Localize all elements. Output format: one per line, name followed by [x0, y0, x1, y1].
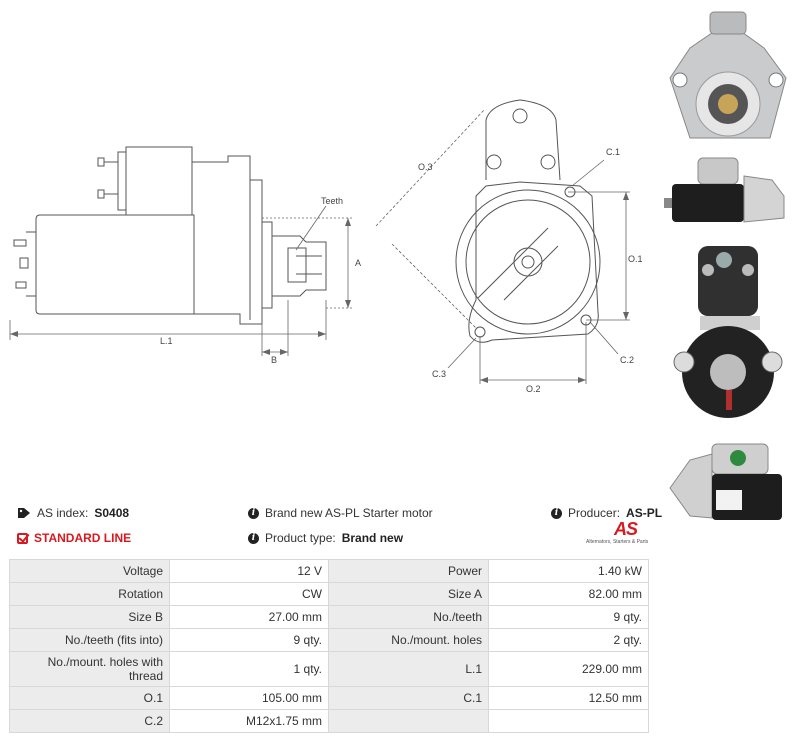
- spec-key: Rotation: [9, 582, 170, 606]
- spec-key: C.2: [9, 709, 170, 733]
- starter-side-view[interactable]: [660, 156, 796, 236]
- starter-front-view[interactable]: [660, 8, 796, 156]
- description: Brand new AS-PL Starter motor: [265, 506, 433, 520]
- front-view: [455, 99, 601, 343]
- label-o1: O.1: [628, 254, 643, 264]
- spec-key: Size B: [9, 605, 170, 629]
- spec-value: 9 qty.: [488, 605, 649, 629]
- label-o3: O.3: [418, 162, 433, 172]
- product-type-value: Brand new: [341, 531, 404, 545]
- spec-value: 82.00 mm: [488, 582, 649, 606]
- spec-key: No./mount. holes: [328, 628, 489, 652]
- spec-key: O.1: [9, 686, 170, 710]
- label-l1: L.1: [160, 336, 173, 346]
- spec-value: 27.00 mm: [169, 605, 329, 629]
- solenoid-outline: [125, 146, 193, 216]
- spec-value: 229.00 mm: [488, 651, 649, 687]
- as-index-value: S0408: [94, 506, 130, 520]
- label-b: B: [271, 355, 277, 365]
- motor-body-outline: [35, 214, 195, 315]
- label-c1: C.1: [606, 147, 620, 157]
- spec-key: Power: [328, 559, 489, 583]
- spec-key: Size A: [328, 582, 489, 606]
- starter-terminal-view[interactable]: [660, 240, 796, 418]
- table-row: No./teeth (fits into)9 qty.No./mount. ho…: [9, 628, 649, 652]
- spec-value: 105.00 mm: [169, 686, 329, 710]
- spec-value: 12 V: [169, 559, 329, 583]
- spec-key: L.1: [328, 651, 489, 687]
- as-index-label: AS index:: [37, 506, 89, 520]
- as-pl-logo: AS Alternators, Starters & Parts: [586, 519, 650, 547]
- description-row: i Brand new AS-PL Starter motor: [248, 506, 433, 520]
- producer-row: i Producer: AS-PL: [551, 506, 662, 520]
- standard-line: STANDARD LINE: [34, 531, 132, 545]
- spec-key: No./teeth (fits into): [9, 628, 170, 652]
- spec-key: No./teeth: [328, 605, 489, 629]
- standard-line-row: STANDARD LINE: [17, 531, 131, 545]
- tag-icon: [18, 508, 30, 518]
- spec-key: Voltage: [9, 559, 170, 583]
- spec-value: CW: [169, 582, 329, 606]
- spec-value: 12.50 mm: [488, 686, 649, 710]
- info-icon: i: [248, 507, 259, 519]
- housing-outline: [191, 155, 263, 325]
- checkbox-icon: [17, 532, 28, 544]
- label-teeth: Teeth: [321, 196, 343, 206]
- label-c2: C.2: [620, 355, 634, 365]
- spec-key: No./mount. holes with thread: [9, 651, 170, 687]
- technical-drawing: Teeth A L.1 B O.3 C.1 O.1 C.2 C.3 O.2: [9, 99, 643, 394]
- producer-label: Producer:: [568, 506, 621, 520]
- as-index: AS index: S0408: [17, 506, 129, 520]
- spec-key: [328, 709, 489, 733]
- info-icon: i: [551, 507, 562, 519]
- label-a: A: [355, 258, 361, 268]
- spec-value: 2 qty.: [488, 628, 649, 652]
- info-icon: i: [248, 532, 259, 544]
- product-type-label: Product type:: [265, 531, 336, 545]
- spec-value: M12x1.75 mm: [169, 709, 329, 733]
- spec-value: 1.40 kW: [488, 559, 649, 583]
- spec-value: 1 qty.: [169, 651, 329, 687]
- logo-tagline: Alternators, Starters & Parts: [586, 539, 649, 545]
- spec-key: C.1: [328, 686, 489, 710]
- starter-labeled-view[interactable]: [660, 436, 796, 536]
- label-c3: C.3: [432, 369, 446, 379]
- label-o2: O.2: [526, 384, 541, 394]
- producer-value: AS-PL: [626, 506, 663, 520]
- logo-text: AS: [614, 519, 638, 539]
- spec-value: 9 qty.: [169, 628, 329, 652]
- spec-value: [488, 709, 649, 733]
- product-type-row: i Product type: Brand new: [248, 531, 403, 545]
